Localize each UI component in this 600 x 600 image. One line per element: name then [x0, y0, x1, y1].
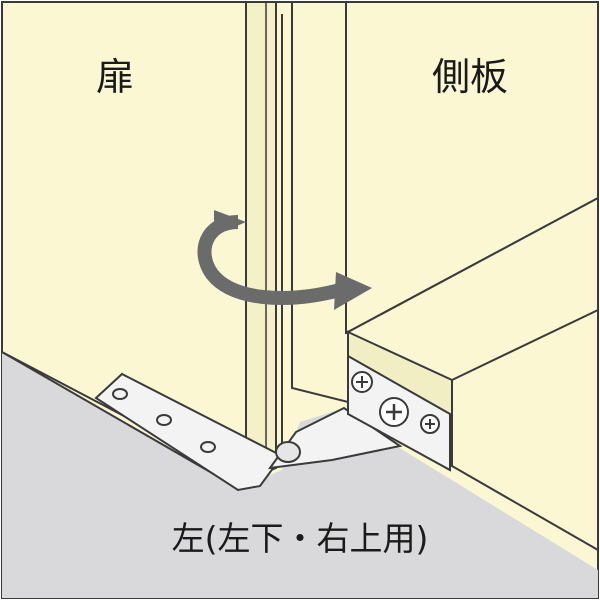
door-edge: [245, 1, 277, 482]
hinge-plate-left-screws: [112, 388, 216, 453]
side-bracket-screws: [351, 371, 440, 434]
door-label: 扉: [96, 55, 135, 99]
rotation-arrow-icon: [197, 210, 372, 310]
diagram-caption: 左(左下・右上用): [171, 519, 429, 558]
hinge-pivot: [275, 441, 301, 463]
hinge-plate-left: [94, 372, 284, 492]
side-panel-label: 側板: [432, 55, 509, 99]
shelf-top-edge: [451, 309, 599, 381]
floor-surface: [2, 352, 598, 598]
